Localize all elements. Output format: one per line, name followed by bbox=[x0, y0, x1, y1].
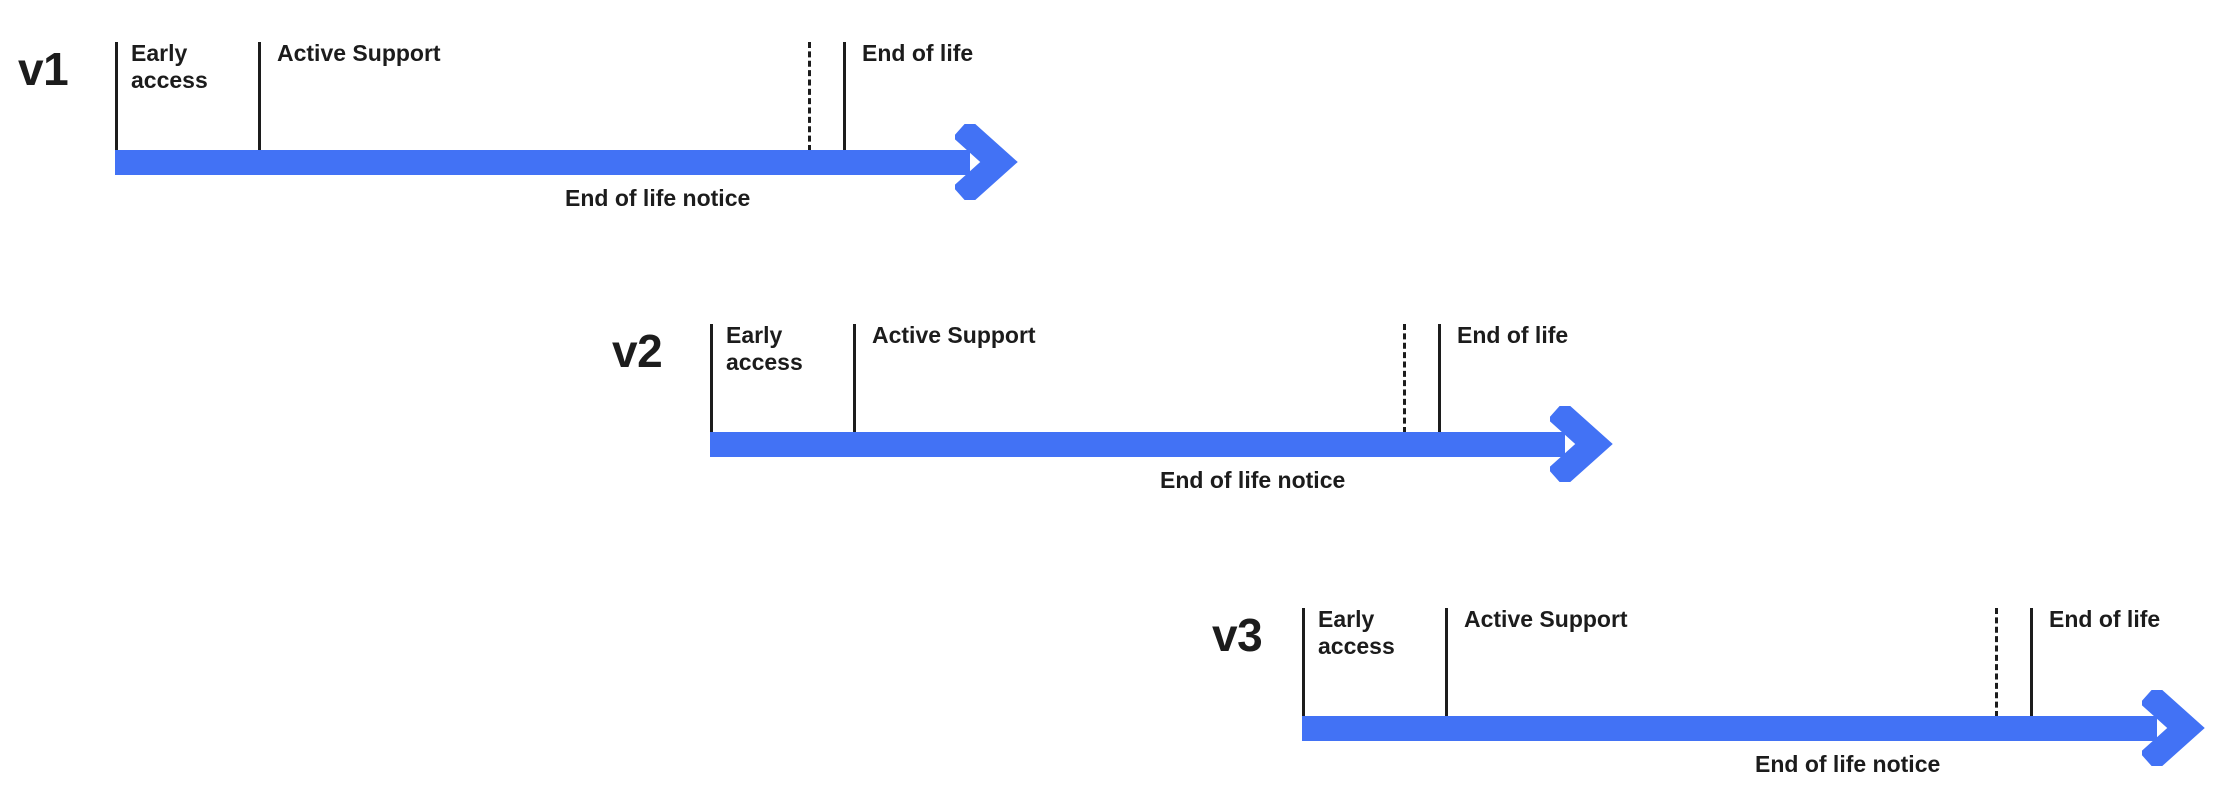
phase-label-v3-end-of-life: End of life bbox=[2049, 606, 2161, 632]
version-label-v3: v3 bbox=[1212, 609, 1263, 661]
version-label-v1: v1 bbox=[18, 43, 69, 95]
phase-label-v3-active-support: Active Support bbox=[1464, 606, 1628, 632]
phase-divider-v3-1-solid bbox=[1302, 608, 1305, 717]
phase-divider-v1-1-solid bbox=[115, 42, 118, 151]
phase-divider-v1-2-solid bbox=[258, 42, 261, 151]
phase-divider-v2-1-solid bbox=[710, 324, 713, 433]
timeline-bar-v3 bbox=[1302, 716, 2157, 741]
phase-label-v1-early-access: Early access bbox=[131, 40, 208, 93]
end-of-life-notice-label-v2: End of life notice bbox=[1160, 467, 1346, 493]
timeline-bar-v1 bbox=[115, 150, 970, 175]
timeline-arrowhead-v2 bbox=[1547, 400, 1630, 488]
phase-label-v1-end-of-life: End of life bbox=[862, 40, 974, 66]
phase-divider-v1-4-solid bbox=[843, 42, 846, 151]
phase-label-v2-end-of-life: End of life bbox=[1457, 322, 1569, 348]
phase-divider-v2-3-dashed bbox=[1403, 324, 1406, 433]
phase-divider-v2-2-solid bbox=[853, 324, 856, 433]
phase-divider-v2-4-solid bbox=[1438, 324, 1441, 433]
phase-label-v2-early-access: Early access bbox=[726, 322, 803, 375]
end-of-life-notice-label-v1: End of life notice bbox=[565, 185, 751, 211]
timeline-arrowhead-v1 bbox=[952, 118, 1035, 206]
end-of-life-notice-label-v3: End of life notice bbox=[1755, 751, 1941, 777]
phase-label-v1-active-support: Active Support bbox=[277, 40, 441, 66]
phase-label-v2-active-support: Active Support bbox=[872, 322, 1036, 348]
phase-divider-v3-4-solid bbox=[2030, 608, 2033, 717]
timeline-bar-v2 bbox=[710, 432, 1565, 457]
phase-divider-v3-3-dashed bbox=[1995, 608, 1998, 717]
timeline-arrowhead-v3 bbox=[2139, 684, 2222, 772]
phase-divider-v3-2-solid bbox=[1445, 608, 1448, 717]
version-label-v2: v2 bbox=[612, 325, 663, 377]
phase-label-v3-early-access: Early access bbox=[1318, 606, 1395, 659]
phase-divider-v1-3-dashed bbox=[808, 42, 811, 151]
